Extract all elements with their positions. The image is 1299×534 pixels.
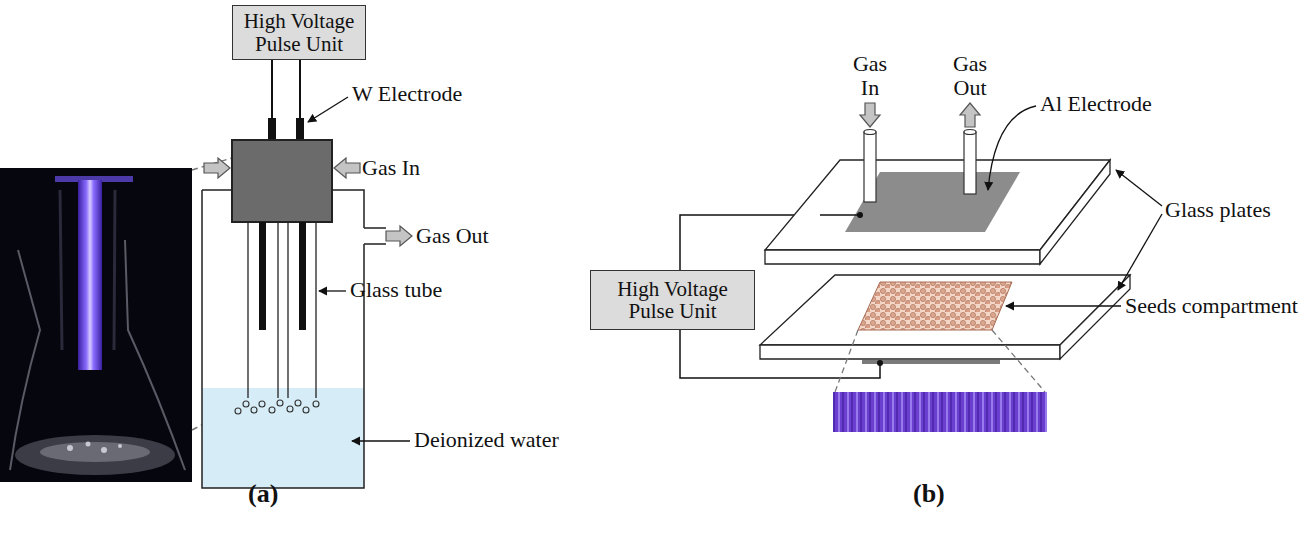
photo-ground bbox=[0, 168, 192, 482]
bubble bbox=[277, 400, 283, 406]
electrode-terminal bbox=[268, 118, 276, 142]
gas-arrow bbox=[860, 103, 880, 127]
bubble bbox=[67, 445, 73, 451]
gas-arrow bbox=[960, 103, 980, 127]
bubble bbox=[259, 401, 265, 407]
electrode-terminal bbox=[296, 118, 304, 142]
part-label: Glass tube bbox=[350, 278, 442, 302]
flask-outline bbox=[10, 250, 40, 470]
part-label: Gas Out bbox=[953, 52, 987, 100]
bubble bbox=[235, 408, 241, 414]
bubble bbox=[303, 407, 309, 413]
contact-dot bbox=[857, 212, 863, 218]
part-label: Gas In bbox=[362, 156, 420, 180]
bubble bbox=[251, 407, 257, 413]
glass-tubes bbox=[248, 222, 316, 398]
leader-line bbox=[988, 106, 1036, 190]
plasma-photo bbox=[0, 168, 192, 482]
part-label: Glass plates bbox=[1165, 198, 1271, 222]
panel-tag: (b) bbox=[913, 480, 945, 509]
gas-arrow bbox=[334, 158, 360, 178]
tube-wall bbox=[114, 190, 115, 350]
gas-tube bbox=[964, 130, 976, 135]
gas-tube bbox=[864, 130, 876, 135]
part-label: Al Electrode bbox=[1040, 92, 1152, 116]
panel-tag: (a) bbox=[248, 480, 278, 509]
part-label: Seeds compartment bbox=[1125, 294, 1298, 318]
bubble bbox=[86, 442, 91, 447]
leader-line bbox=[1116, 170, 1162, 206]
tube-wall bbox=[247, 222, 248, 398]
part-label: Gas Out bbox=[416, 224, 489, 248]
tube-wall bbox=[277, 222, 278, 398]
part-label: Gas In bbox=[853, 52, 887, 100]
wire bbox=[820, 214, 860, 216]
bubble bbox=[101, 447, 107, 453]
bubble bbox=[287, 406, 293, 412]
zoom-line bbox=[992, 330, 1045, 392]
bubble bbox=[243, 401, 249, 407]
leader-line bbox=[1006, 305, 1121, 306]
leader-line bbox=[1118, 214, 1162, 290]
reactor-head bbox=[232, 140, 332, 222]
gas-tube bbox=[964, 132, 976, 194]
gas-tubes bbox=[864, 130, 976, 203]
bubble bbox=[269, 407, 275, 413]
bubble bbox=[313, 401, 319, 407]
seed-tray bbox=[858, 282, 1012, 330]
plasma-photo bbox=[833, 392, 1047, 432]
zoom-line bbox=[835, 330, 858, 392]
deionized-water bbox=[202, 388, 364, 488]
tungsten-electrode bbox=[299, 222, 306, 330]
gas-arrow bbox=[386, 226, 412, 246]
water-surface bbox=[15, 435, 175, 475]
pulse-unit-box: High Voltage Pulse Unit bbox=[590, 270, 755, 330]
bottom-glass-plate bbox=[760, 275, 1130, 359]
pulse-unit-box: High Voltage Pulse Unit bbox=[232, 5, 366, 60]
leader-line bbox=[352, 440, 410, 441]
vessel-outline bbox=[202, 190, 364, 488]
box-label: High Voltage Pulse Unit bbox=[595, 278, 750, 322]
bubbles bbox=[235, 400, 319, 414]
plasma-glow bbox=[78, 180, 102, 370]
tube-wall bbox=[315, 222, 316, 398]
plate-face bbox=[1040, 160, 1110, 264]
part-label: Deionized water bbox=[414, 428, 559, 452]
tungsten-electrode bbox=[259, 222, 266, 330]
top-glass-plate bbox=[765, 160, 1110, 264]
part-label: W Electrode bbox=[352, 82, 462, 106]
water-highlight bbox=[40, 442, 150, 462]
contact-dot bbox=[877, 360, 883, 366]
bubble bbox=[118, 444, 122, 448]
plate-face bbox=[765, 250, 1040, 264]
flask-outline bbox=[125, 240, 185, 470]
leader-line bbox=[319, 290, 346, 291]
gas-tube bbox=[864, 132, 876, 202]
gas-arrow bbox=[204, 158, 230, 178]
leader-line bbox=[308, 97, 348, 122]
box-label: High Voltage Pulse Unit bbox=[237, 10, 361, 54]
bubble bbox=[295, 400, 301, 406]
gas-out-pipe bbox=[364, 228, 386, 244]
tube-wall bbox=[287, 222, 288, 398]
tube-wall bbox=[60, 190, 62, 350]
